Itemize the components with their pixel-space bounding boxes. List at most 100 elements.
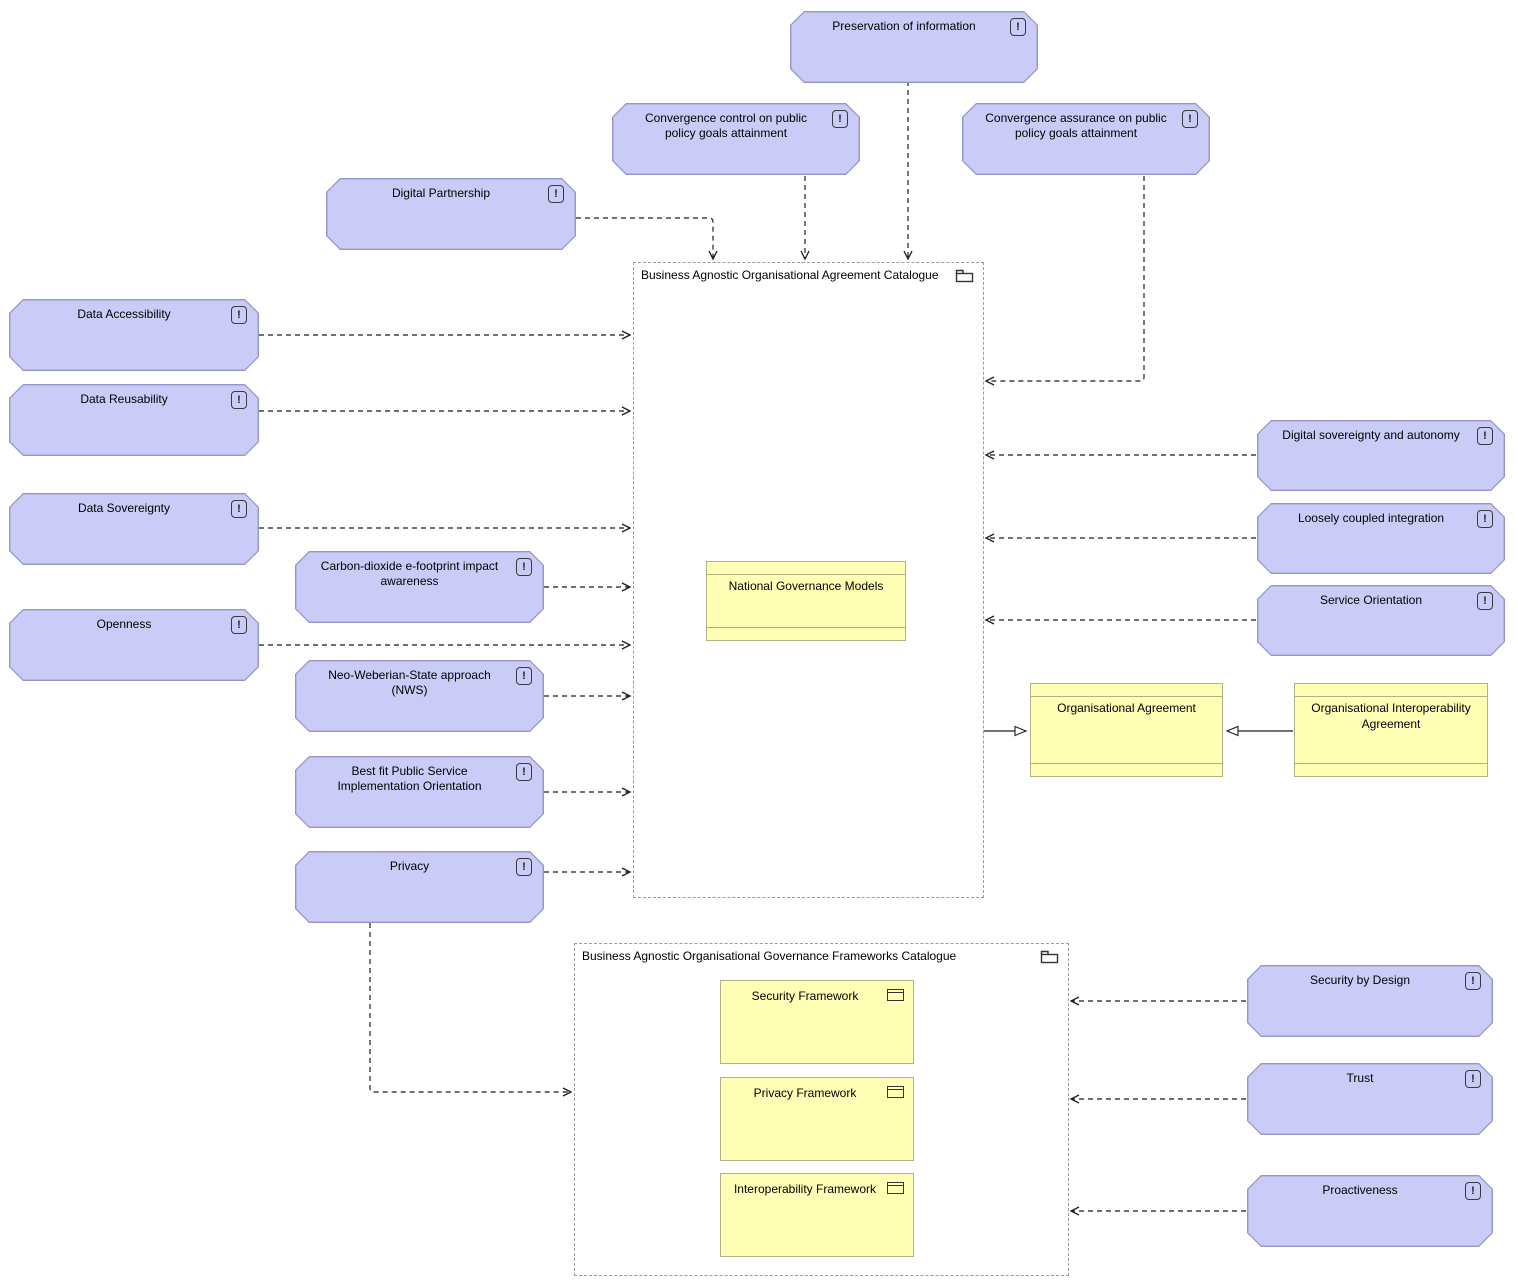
principle-label: Best fit Public Service Implementation O…	[337, 764, 482, 793]
principle-label: Service Orientation	[1319, 593, 1423, 607]
business-object-security-framework[interactable]: Security Framework	[720, 980, 914, 1064]
principle-label: Security by Design	[1309, 973, 1411, 987]
principle-convergence-control[interactable]: Convergence control on public policy goa…	[612, 103, 860, 175]
principle-convergence-assurance[interactable]: Convergence assurance on public policy g…	[962, 103, 1210, 175]
influence-convergence-assurance-arrow	[984, 176, 1145, 386]
principle-body	[1258, 421, 1503, 489]
principle-carbon-dioxide-efootprint[interactable]: Carbon-dioxide e-footprint impact awaren…	[295, 551, 544, 623]
principle-label: Trust	[1346, 1071, 1374, 1085]
contract-label: Organisational Agreement	[1057, 701, 1196, 715]
contract-national-governance-models[interactable]: National Governance Models	[706, 561, 906, 641]
business-object-icon	[887, 1182, 904, 1194]
principle-icon: !	[1465, 972, 1481, 990]
principle-security-by-design[interactable]: Security by Design !	[1247, 965, 1493, 1037]
principle-body	[1248, 966, 1491, 1035]
principle-icon: !	[832, 110, 848, 128]
frameworks-catalogue-title: Business Agnostic Organisational Governa…	[582, 949, 957, 963]
contract-top-band	[1295, 696, 1487, 697]
principle-label: Preservation of information	[832, 19, 976, 33]
principle-body	[1248, 1064, 1491, 1133]
principle-body	[1258, 586, 1503, 654]
principle-body	[296, 552, 542, 621]
contract-organisational-interoperability-agreement[interactable]: Organisational Interoperability Agreemen…	[1294, 683, 1488, 777]
principle-icon: !	[516, 858, 532, 876]
business-object-interoperability-framework[interactable]: Interoperability Framework	[720, 1173, 914, 1257]
principle-icon: !	[516, 667, 532, 685]
principle-icon: !	[231, 306, 247, 324]
business-object-privacy-framework[interactable]: Privacy Framework	[720, 1077, 914, 1161]
principle-body	[10, 494, 257, 563]
principle-icon: !	[1182, 110, 1198, 128]
principle-body	[791, 12, 1036, 81]
principle-body	[1258, 504, 1503, 572]
agreement-catalogue-title: Business Agnostic Organisational Agreeme…	[641, 268, 939, 282]
principle-best-fit-public-service[interactable]: Best fit Public Service Implementation O…	[295, 756, 544, 828]
business-object-label: Interoperability Framework	[733, 1182, 877, 1196]
influence-digital-partnership-arrow	[576, 217, 718, 261]
principle-label: Neo-Weberian-State approach (NWS)	[328, 668, 491, 697]
principle-icon: !	[1465, 1070, 1481, 1088]
principle-label: Data Sovereignty	[77, 501, 171, 515]
principle-icon: !	[1010, 18, 1026, 36]
principle-data-accessibility[interactable]: Data Accessibility !	[9, 299, 259, 371]
principle-label: Privacy	[389, 859, 430, 873]
principle-label: Convergence control on public policy goa…	[644, 111, 808, 140]
principle-preservation-of-information[interactable]: Preservation of information !	[790, 11, 1038, 83]
principle-data-reusability[interactable]: Data Reusability !	[9, 384, 259, 456]
principle-icon: !	[516, 558, 532, 576]
principle-icon: !	[548, 185, 564, 203]
principle-body	[10, 300, 257, 369]
principle-body	[296, 661, 542, 730]
principle-icon: !	[231, 616, 247, 634]
principle-icon: !	[1477, 592, 1493, 610]
principle-label: Openness	[96, 617, 152, 631]
principle-icon: !	[231, 391, 247, 409]
principle-data-sovereignty[interactable]: Data Sovereignty !	[9, 493, 259, 565]
contract-label: National Governance Models	[728, 579, 884, 593]
business-object-icon	[887, 1086, 904, 1098]
principle-label: Carbon-dioxide e-footprint impact awaren…	[320, 559, 499, 588]
principle-body	[613, 104, 858, 173]
principle-label: Convergence assurance on public policy g…	[985, 111, 1167, 140]
principle-service-orientation[interactable]: Service Orientation !	[1257, 585, 1505, 656]
principle-body	[296, 757, 542, 826]
principle-neo-weberian-state[interactable]: Neo-Weberian-State approach (NWS) !	[295, 660, 544, 732]
principle-icon: !	[231, 500, 247, 518]
principle-label: Data Accessibility	[77, 307, 171, 321]
folder-icon	[1040, 950, 1059, 964]
frameworks-catalogue-group[interactable]: Business Agnostic Organisational Governa…	[574, 943, 1069, 1276]
contract-top-band	[1031, 696, 1222, 697]
business-object-label: Security Framework	[751, 989, 859, 1003]
business-object-icon	[887, 989, 904, 1001]
principle-body	[327, 179, 574, 248]
principle-digital-sovereignty-autonomy[interactable]: Digital sovereignty and autonomy !	[1257, 420, 1505, 491]
principle-openness[interactable]: Openness !	[9, 609, 259, 681]
principle-label: Digital Partnership	[391, 186, 491, 200]
principle-label: Digital sovereignty and autonomy	[1282, 428, 1460, 442]
contract-bottom-band	[1031, 763, 1222, 764]
principle-loosely-coupled-integration[interactable]: Loosely coupled integration !	[1257, 503, 1505, 574]
agreement-catalogue-group[interactable]: Business Agnostic Organisational Agreeme…	[633, 262, 984, 898]
contract-label: Organisational Interoperability Agreemen…	[1311, 701, 1471, 731]
principle-trust[interactable]: Trust !	[1247, 1063, 1493, 1135]
influence-privacy-to-frameworks-arrow	[369, 923, 573, 1097]
business-object-label: Privacy Framework	[753, 1086, 857, 1100]
principle-proactiveness[interactable]: Proactiveness !	[1247, 1175, 1493, 1247]
principle-body	[296, 852, 542, 921]
contract-top-band	[707, 574, 905, 575]
contract-organisational-agreement[interactable]: Organisational Agreement	[1030, 683, 1223, 777]
folder-icon	[955, 269, 974, 283]
principle-body	[10, 385, 257, 454]
principle-label: Proactiveness	[1322, 1183, 1398, 1197]
principle-icon: !	[1477, 510, 1493, 528]
principle-icon: !	[1477, 427, 1493, 445]
principle-icon: !	[516, 763, 532, 781]
contract-bottom-band	[707, 627, 905, 628]
principle-label: Data Reusability	[80, 392, 168, 406]
principle-digital-partnership[interactable]: Digital Partnership !	[326, 178, 576, 250]
principle-body	[963, 104, 1208, 173]
principle-icon: !	[1465, 1182, 1481, 1200]
principle-privacy[interactable]: Privacy !	[295, 851, 544, 923]
principle-body	[10, 610, 257, 679]
